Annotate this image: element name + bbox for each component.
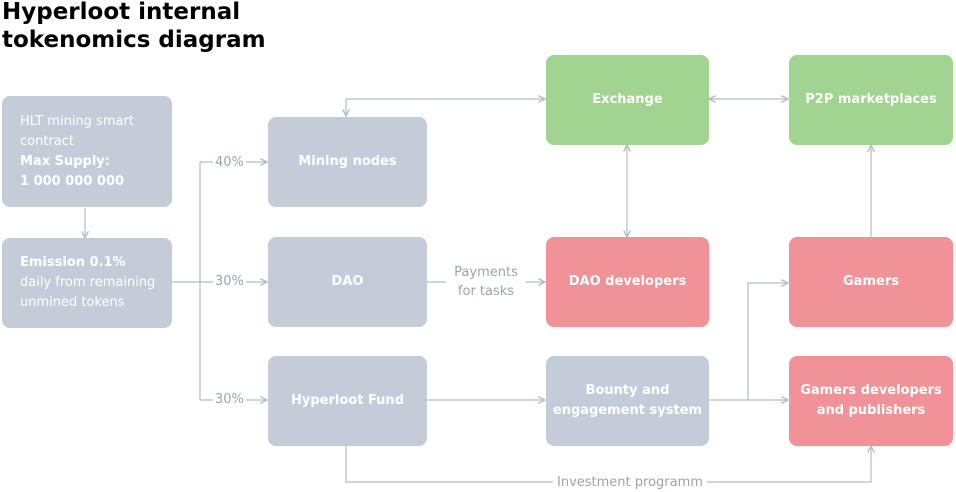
emission-line-2: daily from remaining — [20, 275, 156, 290]
mining-contract-box: HLT mining smart contract Max Supply: 1 … — [2, 96, 172, 207]
max-supply-label: Max Supply: — [20, 153, 110, 169]
exchange-box: Exchange — [546, 55, 709, 145]
payments-label-line-2: for tasks — [457, 284, 515, 299]
emission-rate: Emission 0.1% — [20, 255, 126, 270]
game-developers-box: Gamers developers and publishers — [789, 356, 953, 446]
mining-nodes-box: Mining nodes — [268, 117, 427, 207]
title-line-2: tokenomics diagram — [2, 27, 266, 53]
bounty-line-2: engagement system — [552, 403, 703, 418]
payments-label: Payments for tasks — [446, 263, 526, 301]
investment-label: Investment programm — [553, 473, 707, 492]
max-supply-value: 1 000 000 000 — [20, 173, 125, 189]
edge-bounty-to-gamers — [747, 283, 788, 400]
bounty-box: Bounty and engagement system — [546, 356, 709, 446]
game-developers-line-1: Gamers developers — [800, 383, 942, 398]
hyperloot-fund-share: 30% — [213, 392, 246, 408]
emission-line-3: unmined tokens — [20, 295, 125, 310]
mining-contract-line-1: HLT mining smart — [20, 113, 134, 129]
mining-contract-line-2: contract — [20, 133, 74, 149]
p2p-marketplaces-box: P2P marketplaces — [789, 55, 953, 145]
title-line-1: Hyperloot internal — [2, 0, 241, 25]
dao-box: DAO — [268, 237, 427, 327]
dao-developers-box: DAO developers — [546, 237, 709, 327]
edge-mining-exchange — [346, 99, 545, 116]
page-title: Hyperloot internal tokenomics diagram — [2, 0, 266, 54]
emission-box: Emission 0.1% daily from remaining unmin… — [2, 238, 172, 328]
gamers-box: Gamers — [789, 237, 953, 327]
bounty-line-1: Bounty and — [585, 383, 670, 398]
game-developers-line-2: and publishers — [816, 403, 926, 418]
hyperloot-fund-box: Hyperloot Fund — [268, 356, 427, 446]
dao-share: 30% — [213, 274, 246, 290]
payments-label-line-1: Payments — [454, 265, 518, 280]
mining-nodes-share: 40% — [213, 155, 246, 171]
